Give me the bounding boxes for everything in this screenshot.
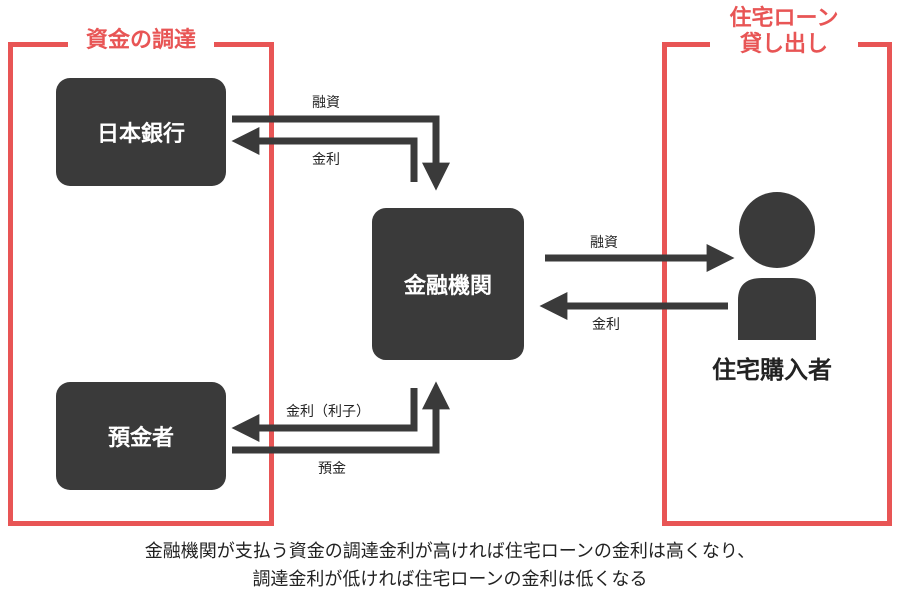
funding-group-label: 資金の調達 bbox=[68, 28, 214, 54]
arrow-depositor-to-bank bbox=[232, 381, 450, 454]
caption-line1: 金融機関が支払う資金の調達金利が高ければ住宅ローンの金利は高くなり、 bbox=[144, 541, 756, 562]
label-bank-to-boj: 金利 bbox=[312, 152, 340, 168]
label-boj-to-bank: 融資 bbox=[312, 95, 340, 111]
lending-group-label-line1: 住宅ローン bbox=[729, 6, 839, 31]
label-bank-to-buyer: 融資 bbox=[590, 235, 618, 251]
bank-node: 金融機関 bbox=[372, 208, 524, 360]
depositor-node: 預金者 bbox=[56, 382, 226, 490]
label-depositor-to-bank: 預金 bbox=[318, 461, 346, 477]
caption-line2: 調達金利が低ければ住宅ローンの金利は低くなる bbox=[252, 569, 648, 590]
label-bank-to-depositor: 金利（利子） bbox=[286, 404, 370, 420]
buyer-label: 住宅購入者 bbox=[712, 356, 832, 384]
arrow-bank-to-boj bbox=[231, 127, 418, 182]
label-buyer-to-bank: 金利 bbox=[592, 317, 620, 333]
lending-group-label: 住宅ローン 貸し出し bbox=[710, 6, 858, 58]
lending-group-label-line2: 貸し出し bbox=[739, 32, 828, 57]
person-icon bbox=[738, 192, 816, 340]
arrow-bank-to-depositor bbox=[231, 388, 418, 442]
caption: 金融機関が支払う資金の調達金利が高ければ住宅ローンの金利は高くなり、 調達金利が… bbox=[0, 538, 900, 594]
arrow-boj-to-bank bbox=[232, 115, 450, 191]
boj-node: 日本銀行 bbox=[56, 78, 226, 186]
